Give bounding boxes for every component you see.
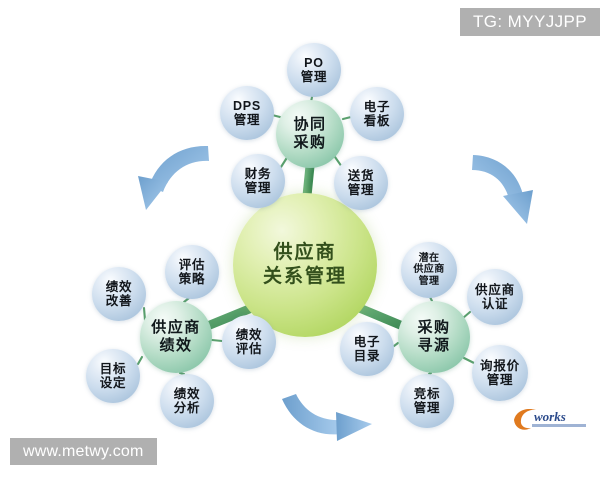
- satellite-electronic-kanban[interactable]: 电子看板: [350, 87, 404, 141]
- satellite-evaluation-strategy-label: 评估: [178, 257, 206, 272]
- satellite-performance-analysis-label: 绩效: [173, 386, 201, 401]
- satellite-performance-improvement[interactable]: 绩效改善: [92, 267, 146, 321]
- satellite-delivery-management[interactable]: 送货管理: [334, 156, 388, 210]
- satellite-rfq-management-label: 询报价: [480, 358, 520, 373]
- hub-procurement-sourcing-label: 采购: [417, 319, 451, 336]
- satellite-electronic-catalog-label: 目录: [353, 349, 381, 363]
- hub-supplier-performance[interactable]: 供应商绩效: [140, 301, 212, 373]
- supplier-relationship-management[interactable]: 供应商关系管理: [233, 193, 377, 337]
- satellite-supplier-certification-label: 认证: [481, 297, 509, 311]
- satellite-evaluation-strategy[interactable]: 评估策略: [165, 245, 219, 299]
- satellite-po-management-label: PO: [304, 55, 324, 70]
- hub-collaborative-procurement-label: 采购: [293, 134, 327, 151]
- satellite-bidding-management[interactable]: 竞标管理: [400, 374, 454, 428]
- satellite-performance-analysis[interactable]: 绩效分析: [160, 374, 214, 428]
- flow-arrow-top-right: [472, 155, 533, 224]
- satellite-supplier-certification[interactable]: 供应商认证: [467, 269, 523, 325]
- satellite-finance-management-label: 管理: [244, 181, 272, 195]
- satellite-rfq-management-label: 管理: [486, 373, 514, 387]
- site-watermark: www.metwy.com: [10, 438, 157, 465]
- satellite-evaluation-strategy-label: 策略: [178, 272, 206, 286]
- satellite-electronic-catalog[interactable]: 电子目录: [340, 322, 394, 376]
- satellite-electronic-kanban-label: 看板: [363, 114, 391, 128]
- hub-supplier-performance-label: 供应商: [151, 319, 201, 336]
- hub-procurement-sourcing[interactable]: 采购寻源: [398, 301, 470, 373]
- satellite-bidding-management-label: 管理: [413, 401, 441, 415]
- satellite-potential-supplier-management-label: 管理: [418, 275, 440, 287]
- eworks-logo: works: [514, 409, 586, 430]
- satellite-bidding-management-label: 竞标: [413, 386, 441, 401]
- satellite-potential-supplier-management[interactable]: 潜在供应商管理: [401, 242, 457, 298]
- satellite-performance-evaluation[interactable]: 绩效评估: [222, 315, 276, 369]
- satellite-po-management-label: 管理: [300, 70, 328, 84]
- hub-collaborative-procurement-label: 协同: [293, 116, 327, 133]
- satellite-goal-setting-label: 设定: [99, 376, 127, 390]
- satellite-performance-evaluation-label: 绩效: [235, 327, 263, 342]
- satellite-finance-management-label: 财务: [244, 166, 272, 181]
- svg-text:works: works: [534, 409, 566, 424]
- satellite-delivery-management-label: 管理: [347, 183, 375, 197]
- satellite-electronic-kanban-label: 电子: [363, 99, 391, 114]
- satellite-delivery-management-label: 送货: [347, 168, 375, 183]
- satellite-performance-evaluation-label: 评估: [235, 342, 263, 356]
- satellite-goal-setting-label: 目标: [99, 361, 127, 376]
- satellite-rfq-management[interactable]: 询报价管理: [472, 345, 528, 401]
- satellite-goal-setting[interactable]: 目标设定: [86, 349, 140, 403]
- supplier-relationship-management-label: 供应商: [273, 242, 337, 264]
- hub-collaborative-procurement[interactable]: 协同采购: [276, 100, 344, 168]
- satellite-dps-management-label: DPS: [232, 98, 262, 113]
- satellite-performance-analysis-label: 分析: [173, 401, 201, 415]
- satellite-supplier-certification-label: 供应商: [475, 282, 515, 297]
- satellite-finance-management[interactable]: 财务管理: [231, 154, 285, 208]
- flow-arrow-top-left: [138, 145, 209, 210]
- hub-procurement-sourcing-label: 寻源: [417, 337, 451, 354]
- satellite-potential-supplier-management-label: 供应商: [413, 264, 445, 276]
- satellite-electronic-catalog-label: 电子: [353, 334, 381, 349]
- satellite-performance-improvement-label: 绩效: [105, 279, 133, 294]
- hub-supplier-performance-label: 绩效: [159, 337, 193, 354]
- supplier-relationship-management-label: 关系管理: [262, 266, 347, 287]
- satellite-dps-management-label: 管理: [233, 113, 261, 127]
- satellite-performance-improvement-label: 改善: [105, 294, 133, 308]
- flow-arrow-bottom: [282, 394, 372, 441]
- center-to-hub-connectors: [200, 161, 410, 332]
- tg-watermark-badge: TG: MYYJJPP: [460, 8, 600, 36]
- satellite-potential-supplier-management-label: 潜在: [418, 253, 440, 265]
